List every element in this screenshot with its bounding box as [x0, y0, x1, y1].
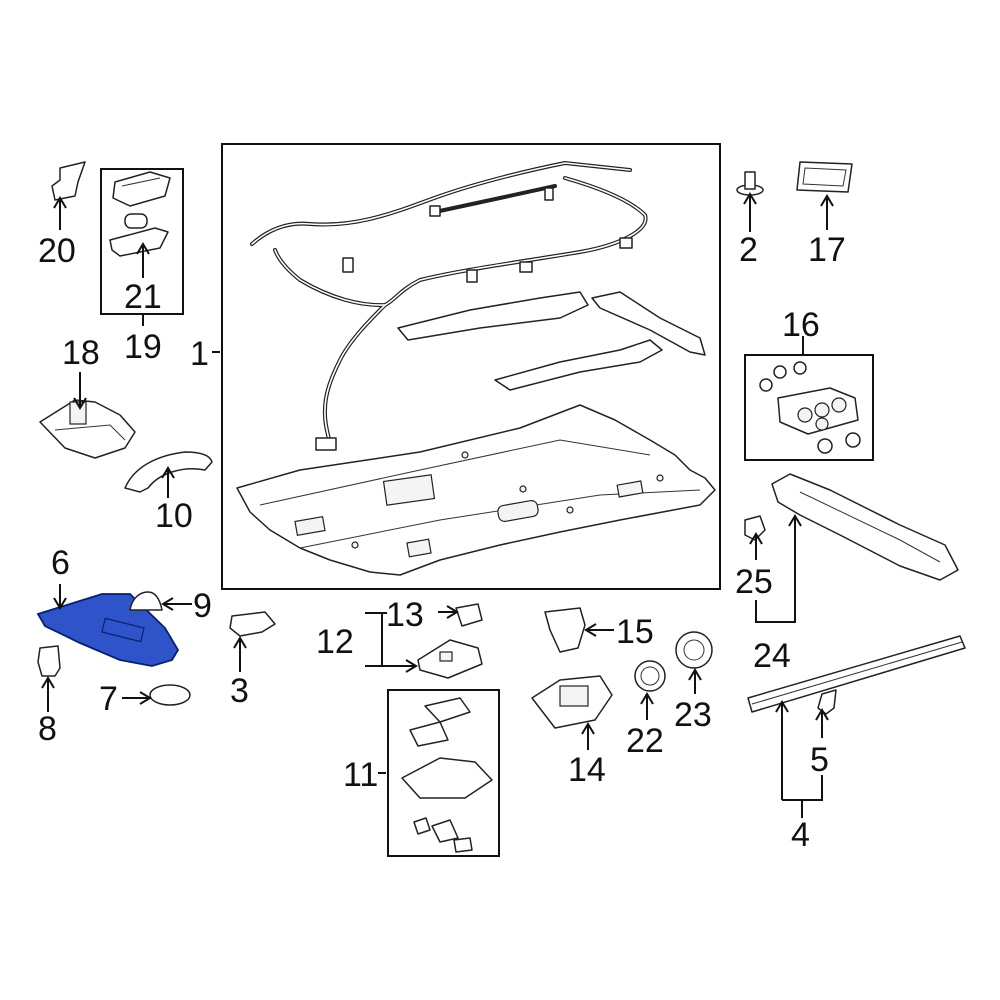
switch-part-16[interactable]: [759, 361, 861, 454]
cap-part-7[interactable]: [149, 684, 191, 706]
callout-20: 20: [38, 232, 76, 270]
callout-4: 4: [791, 816, 810, 854]
callout-23: 23: [674, 696, 712, 734]
callout-9: 9: [193, 587, 212, 625]
callout-25: 25: [735, 563, 773, 601]
bracket-part-3[interactable]: [229, 611, 276, 637]
lamp-assy-part-12[interactable]: [417, 639, 483, 679]
callout-7: 7: [99, 680, 118, 718]
roof-brackets[interactable]: [397, 291, 706, 391]
switch-group-box: [744, 354, 874, 461]
callout-13: 13: [386, 596, 424, 634]
wire-harness[interactable]: [250, 160, 648, 451]
bulb-part-22[interactable]: [634, 660, 666, 692]
lamp-part-14[interactable]: [531, 675, 613, 729]
callout-10: 10: [155, 497, 193, 535]
headliner-group-box: [221, 143, 721, 590]
callout-11: 11: [343, 756, 378, 794]
callout-15: 15: [616, 613, 654, 651]
visor-clip-part-9[interactable]: [129, 591, 163, 611]
trim-strip-part-4[interactable]: [747, 635, 966, 713]
map-lamp-group-box: [387, 689, 500, 857]
rail-part-24[interactable]: [771, 473, 959, 581]
callout-24: 24: [753, 637, 791, 675]
connector-part-15[interactable]: [544, 607, 586, 653]
cover-part-17[interactable]: [796, 161, 853, 193]
clip-part-5[interactable]: [817, 689, 837, 715]
trim-part-13[interactable]: [455, 603, 483, 627]
ring-part-23[interactable]: [675, 631, 713, 669]
callout-6: 6: [51, 544, 70, 582]
callout-19: 19: [124, 328, 162, 366]
lamp-lens-part-21[interactable]: [109, 227, 169, 257]
callout-22: 22: [626, 722, 664, 760]
visor-mirror: [101, 617, 145, 643]
callout-18: 18: [62, 334, 100, 372]
callout-14: 14: [568, 751, 606, 789]
callout-21: 21: [124, 278, 162, 316]
clip-part-2[interactable]: [736, 171, 764, 196]
holder-part-8[interactable]: [37, 645, 61, 677]
callout-2: 2: [739, 231, 758, 269]
callout-5: 5: [810, 741, 829, 779]
clip-part-25[interactable]: [744, 515, 766, 541]
console-part-18[interactable]: [39, 399, 136, 459]
callout-3: 3: [230, 672, 249, 710]
lamp-components-part-11[interactable]: [401, 697, 493, 853]
leader-lines: [41, 192, 834, 818]
headliner-part[interactable]: [236, 404, 716, 576]
lamp-part-19[interactable]: [112, 171, 171, 229]
callout-12: 12: [316, 623, 354, 661]
bracket-part-20[interactable]: [51, 161, 86, 201]
sun-visor-part-6[interactable]: [36, 593, 180, 667]
callout-16: 16: [782, 306, 820, 344]
callout-8: 8: [38, 710, 57, 748]
callout-17: 17: [808, 231, 846, 269]
callout-1: 1: [190, 335, 209, 373]
